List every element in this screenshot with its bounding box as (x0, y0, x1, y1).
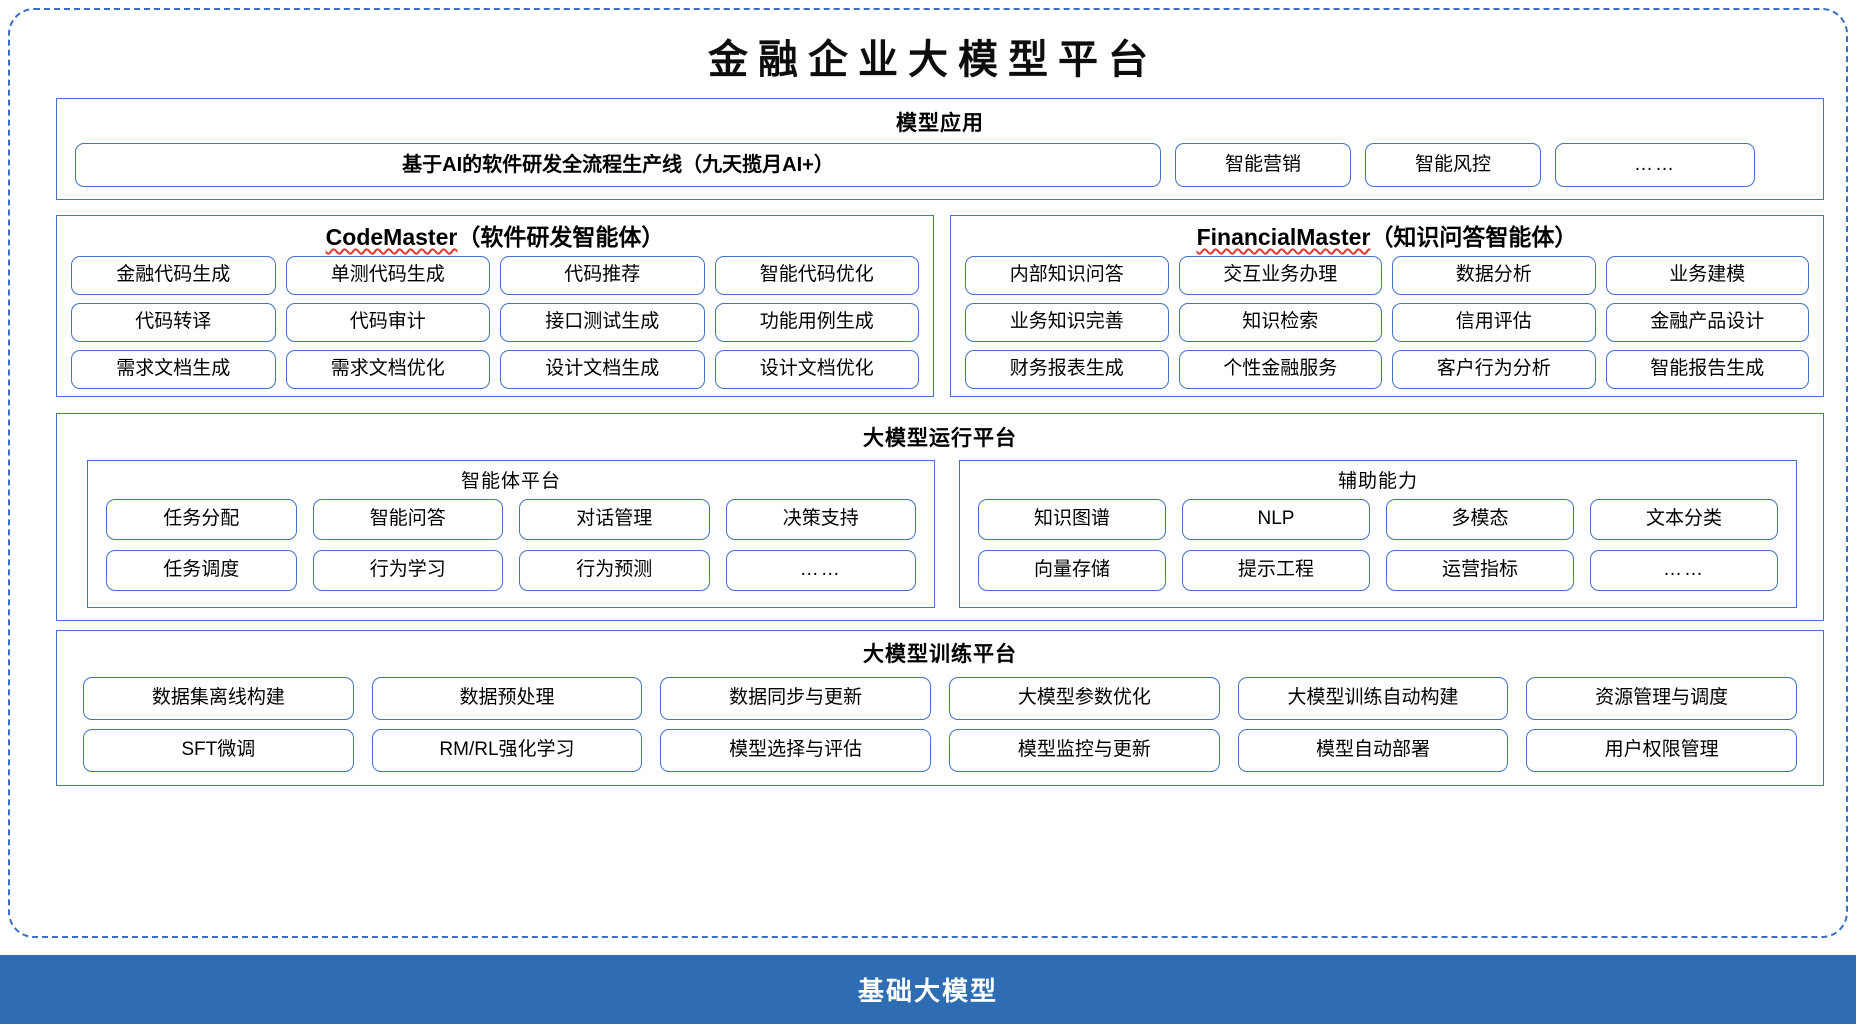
training-item[interactable]: 数据预处理 (371, 677, 643, 720)
app-item-more[interactable]: …… (1555, 143, 1755, 187)
model-application-items: 基于AI的软件研发全流程生产线（九天揽月AI+） 智能营销 智能风控 …… (75, 143, 1807, 187)
runtime-item[interactable]: 智能问答 (312, 499, 503, 540)
section-codemaster-agent: CodeMaster（软件研发智能体） 金融代码生成 单测代码生成 代码推荐 智… (56, 215, 934, 397)
capability-item[interactable]: 知识检索 (1178, 303, 1382, 342)
capability-item[interactable]: 设计文档优化 (714, 350, 919, 389)
training-item[interactable]: 资源管理与调度 (1526, 677, 1797, 720)
codemaster-name-en: CodeMaster (325, 224, 458, 250)
capability-item[interactable]: 代码审计 (285, 303, 490, 342)
training-item[interactable]: 模型监控与更新 (948, 729, 1220, 772)
training-platform-grid: 数据集离线构建 数据预处理 数据同步与更新 大模型参数优化 大模型训练自动构建 … (83, 677, 1797, 772)
foundation-model-label: 基础大模型 (857, 976, 998, 1006)
runtime-item[interactable]: 任务分配 (106, 499, 297, 540)
runtime-item[interactable]: 决策支持 (725, 499, 916, 540)
training-item[interactable]: 大模型参数优化 (948, 677, 1220, 720)
section-training-platform: 大模型训练平台 数据集离线构建 数据预处理 数据同步与更新 大模型参数优化 大模… (56, 630, 1824, 786)
section-model-application: 模型应用 基于AI的软件研发全流程生产线（九天揽月AI+） 智能营销 智能风控 … (56, 98, 1824, 200)
section-financialmaster-agent: FinancialMaster（知识问答智能体） 内部知识问答 交互业务办理 数… (950, 215, 1824, 397)
section-title-training-platform: 大模型训练平台 (863, 643, 1017, 666)
training-item[interactable]: 模型选择与评估 (660, 729, 931, 772)
capability-item[interactable]: 智能报告生成 (1605, 350, 1809, 389)
app-item-smart-risk-control[interactable]: 智能风控 (1365, 143, 1541, 187)
runtime-item[interactable]: 任务调度 (106, 550, 297, 591)
runtime-item[interactable]: 对话管理 (519, 499, 710, 540)
capability-item[interactable]: 客户行为分析 (1392, 350, 1596, 389)
runtime-item[interactable]: NLP (1182, 499, 1370, 540)
training-item[interactable]: 数据集离线构建 (83, 677, 354, 720)
capability-item[interactable]: 单测代码生成 (285, 256, 490, 295)
app-item-ai-pipeline[interactable]: 基于AI的软件研发全流程生产线（九天揽月AI+） (75, 143, 1161, 187)
runtime-item[interactable]: 多模态 (1386, 499, 1574, 540)
capability-item[interactable]: 数据分析 (1392, 256, 1596, 295)
financialmaster-header: FinancialMaster（知识问答智能体） (951, 222, 1823, 254)
capability-item[interactable]: 代码推荐 (500, 256, 705, 295)
codemaster-name-cn: （软件研发智能体） (457, 224, 665, 250)
subsection-auxiliary-ability: 辅助能力 知识图谱 NLP 多模态 文本分类 向量存储 提示工程 运营指标 …… (959, 460, 1797, 608)
subsection-agent-platform: 智能体平台 任务分配 智能问答 对话管理 决策支持 任务调度 行为学习 行为预测… (87, 460, 935, 608)
capability-item[interactable]: 个性金融服务 (1178, 350, 1382, 389)
runtime-item[interactable]: 向量存储 (978, 550, 1166, 591)
capability-item[interactable]: 信用评估 (1392, 303, 1596, 342)
runtime-item-more[interactable]: …… (725, 550, 916, 591)
capability-item[interactable]: 金融产品设计 (1605, 303, 1809, 342)
section-title-model-application: 模型应用 (896, 112, 984, 135)
auxiliary-ability-grid: 知识图谱 NLP 多模态 文本分类 向量存储 提示工程 运营指标 …… (978, 499, 1778, 591)
capability-item[interactable]: 内部知识问答 (965, 256, 1169, 295)
capability-item[interactable]: 设计文档生成 (500, 350, 705, 389)
page-title: 金融企业大模型平台 (708, 37, 1158, 82)
financialmaster-capability-grid: 内部知识问答 交互业务办理 数据分析 业务建模 业务知识完善 知识检索 信用评估… (965, 256, 1809, 389)
capability-item[interactable]: 需求文档优化 (285, 350, 490, 389)
capability-item[interactable]: 财务报表生成 (965, 350, 1169, 389)
capability-item[interactable]: 业务建模 (1605, 256, 1809, 295)
codemaster-capability-grid: 金融代码生成 单测代码生成 代码推荐 智能代码优化 代码转译 代码审计 接口测试… (71, 256, 919, 389)
training-item[interactable]: 模型自动部署 (1237, 729, 1509, 772)
runtime-item[interactable]: 运营指标 (1386, 550, 1574, 591)
runtime-item[interactable]: 行为学习 (312, 550, 503, 591)
training-item[interactable]: 数据同步与更新 (660, 677, 931, 720)
financialmaster-name-cn: （知识问答智能体） (1370, 224, 1578, 250)
foundation-model-bar: 基础大模型 (0, 955, 1856, 1024)
runtime-item[interactable]: 知识图谱 (978, 499, 1166, 540)
capability-item[interactable]: 代码转译 (71, 303, 276, 342)
runtime-item[interactable]: 文本分类 (1590, 499, 1778, 540)
training-item[interactable]: SFT微调 (83, 729, 354, 772)
financialmaster-name-en: FinancialMaster (1196, 224, 1371, 250)
section-title-runtime-platform: 大模型运行平台 (863, 427, 1017, 450)
subsection-title-auxiliary-ability: 辅助能力 (1337, 471, 1418, 492)
training-item[interactable]: 用户权限管理 (1526, 729, 1797, 772)
runtime-item-more[interactable]: …… (1590, 550, 1778, 591)
subsection-title-agent-platform: 智能体平台 (460, 471, 561, 492)
agent-platform-grid: 任务分配 智能问答 对话管理 决策支持 任务调度 行为学习 行为预测 …… (106, 499, 916, 591)
capability-item[interactable]: 金融代码生成 (71, 256, 276, 295)
capability-item[interactable]: 功能用例生成 (714, 303, 919, 342)
app-item-smart-marketing[interactable]: 智能营销 (1175, 143, 1351, 187)
capability-item[interactable]: 智能代码优化 (714, 256, 919, 295)
training-item[interactable]: 大模型训练自动构建 (1237, 677, 1509, 720)
section-runtime-platform: 大模型运行平台 智能体平台 任务分配 智能问答 对话管理 决策支持 任务调度 行… (56, 413, 1824, 621)
capability-item[interactable]: 交互业务办理 (1178, 256, 1382, 295)
capability-item[interactable]: 业务知识完善 (965, 303, 1169, 342)
training-item[interactable]: RM/RL强化学习 (371, 729, 643, 772)
runtime-item[interactable]: 提示工程 (1182, 550, 1370, 591)
capability-item[interactable]: 接口测试生成 (500, 303, 705, 342)
codemaster-header: CodeMaster（软件研发智能体） (57, 222, 933, 254)
capability-item[interactable]: 需求文档生成 (71, 350, 276, 389)
runtime-item[interactable]: 行为预测 (519, 550, 710, 591)
architecture-diagram-frame: 金融企业大模型平台 模型应用 基于AI的软件研发全流程生产线（九天揽月AI+） … (8, 8, 1848, 938)
